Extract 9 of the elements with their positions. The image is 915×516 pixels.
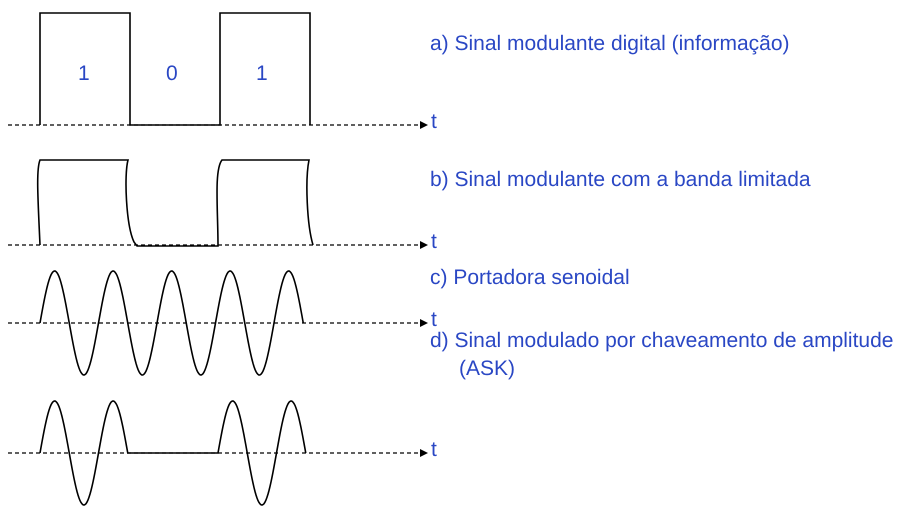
panel-caption: a) Sinal modulante digital (informação): [430, 31, 790, 57]
bit-value: 0: [166, 61, 178, 87]
panel-caption: b) Sinal modulante com a banda limitada: [430, 167, 811, 193]
axis-label: t: [431, 437, 437, 463]
panel-caption: c) Portadora senoidal: [430, 265, 630, 291]
bit-value: 1: [256, 61, 268, 87]
axis-label: t: [431, 109, 437, 135]
axis-label: t: [431, 229, 437, 255]
bit-value: 1: [78, 61, 90, 87]
